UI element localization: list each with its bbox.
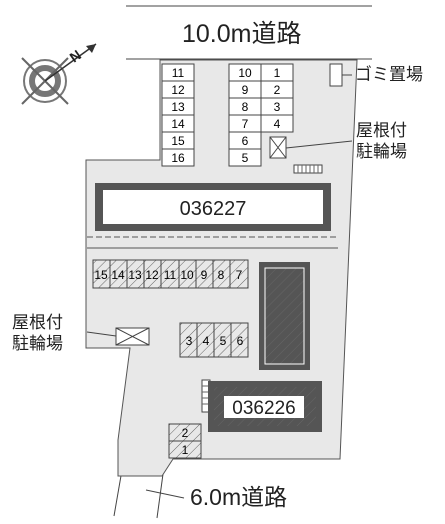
parking-space-m15: 15 — [94, 268, 108, 282]
parking-space-m8: 8 — [218, 268, 225, 282]
parking-bottom-stack: 2 1 — [168, 423, 202, 459]
parking-space-m9: 9 — [201, 268, 208, 282]
parking-space-12: 12 — [171, 83, 185, 97]
parking-space-3: 3 — [274, 100, 281, 114]
bottom-road-label: 6.0m道路 — [190, 484, 288, 510]
annex-building-label: 036226 — [232, 398, 295, 419]
top-road-label: 10.0m道路 — [182, 20, 302, 48]
north-compass-icon: N — [21, 43, 97, 105]
parking-space-5: 5 — [242, 151, 249, 165]
bike-parking-left-leader — [86, 331, 117, 337]
bike-parking-left-label: 屋根付駐輪場 — [12, 313, 63, 353]
vent-grille — [293, 164, 323, 174]
parking-top-right: 10 9 8 7 6 5 1 2 3 4 — [228, 63, 294, 167]
parking-space-b1: 1 — [182, 443, 189, 457]
bike-parking-right-leader — [285, 140, 353, 149]
bottom-road-line-left — [113, 469, 123, 517]
garbage-label: ゴミ置場 — [355, 65, 423, 84]
parking-space-m14: 14 — [111, 268, 125, 282]
parking-space-s4: 4 — [203, 334, 210, 348]
parking-space-7: 7 — [242, 117, 249, 131]
parking-space-m10: 10 — [180, 268, 194, 282]
bottom-road-line-right — [156, 473, 164, 519]
parking-space-10: 10 — [238, 66, 252, 80]
parking-space-11: 11 — [172, 66, 185, 80]
parking-space-16: 16 — [171, 151, 185, 165]
main-building-label: 036227 — [180, 198, 247, 220]
parking-top-left: 11 12 13 14 15 16 — [161, 63, 195, 167]
parking-space-13: 13 — [171, 100, 185, 114]
parking-space-4: 4 — [274, 117, 281, 131]
parking-space-s5: 5 — [220, 334, 227, 348]
parking-space-8: 8 — [242, 100, 249, 114]
parking-space-1: 1 — [274, 66, 281, 80]
parking-middle-row: 15 14 13 12 11 10 9 8 7 — [92, 259, 249, 289]
bike-parking-right-label: 屋根付駐輪場 — [356, 121, 407, 161]
bottom-road-leader — [145, 489, 185, 499]
parking-space-15: 15 — [171, 134, 185, 148]
parking-space-b2: 2 — [182, 426, 189, 440]
parking-small-row: 3 4 5 6 — [179, 322, 249, 358]
parking-space-s6: 6 — [237, 334, 244, 348]
parking-space-m11: 11 — [164, 268, 177, 282]
parking-space-m12: 12 — [145, 268, 159, 282]
parking-space-s3: 3 — [186, 334, 193, 348]
parking-space-2: 2 — [274, 83, 281, 97]
parking-space-m7: 7 — [236, 268, 243, 282]
parking-space-m13: 13 — [128, 268, 142, 282]
parking-space-6: 6 — [242, 134, 249, 148]
garbage-area — [329, 63, 343, 87]
parking-space-14: 14 — [171, 117, 185, 131]
parking-space-9: 9 — [242, 83, 249, 97]
